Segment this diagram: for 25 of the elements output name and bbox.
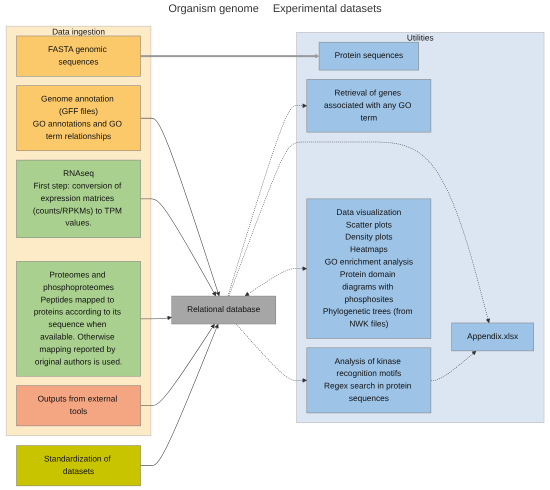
arrow bbox=[244, 266, 307, 296]
node-box: Protein sequences bbox=[318, 42, 419, 70]
bracket-label: Experimental datasets bbox=[272, 3, 382, 17]
node-box: Relational database bbox=[171, 296, 276, 324]
arrow bbox=[140, 54, 320, 58]
node-box: Proteomes and phosphoproteomes Peptides mapped to proteins according to its sequence when available. Otherwise mapping reported by original authors is used. bbox=[16, 261, 141, 376]
node-box: Analysis of kinase recognition motifs Regex search in protein sequences bbox=[306, 348, 432, 414]
arrow bbox=[140, 324, 215, 406]
arrow bbox=[140, 198, 216, 296]
bracket-label: Organism genome bbox=[168, 3, 259, 17]
arrow bbox=[430, 350, 476, 381]
arrow bbox=[140, 118, 220, 296]
node-box: Standardization of datasets bbox=[16, 445, 141, 486]
arrow bbox=[236, 324, 307, 383]
node-box: Outputs from external tools bbox=[16, 385, 141, 426]
node-box: FASTA genomic sequences bbox=[16, 36, 141, 77]
arrow bbox=[228, 142, 490, 324]
node-box: Retrieval of genes associated with any GO term bbox=[306, 79, 432, 132]
arrow bbox=[140, 316, 172, 320]
node-box: RNAseq First step: conversion of expression matrices (counts/RPKMs) to TPM values. bbox=[16, 160, 141, 238]
arrow bbox=[140, 324, 219, 466]
node-box: Genome annotation (GFF files) GO annotations and GO term relationships bbox=[16, 85, 141, 152]
node-box: Appendix.xlsx bbox=[451, 322, 534, 352]
arrow bbox=[228, 104, 307, 296]
node-box: Data visualization Scatter plots Density plots Heatmaps GO enrichment analysis Protein domain diagrams with phosphosites Phylogenetic trees (from NWK files) bbox=[306, 198, 432, 339]
